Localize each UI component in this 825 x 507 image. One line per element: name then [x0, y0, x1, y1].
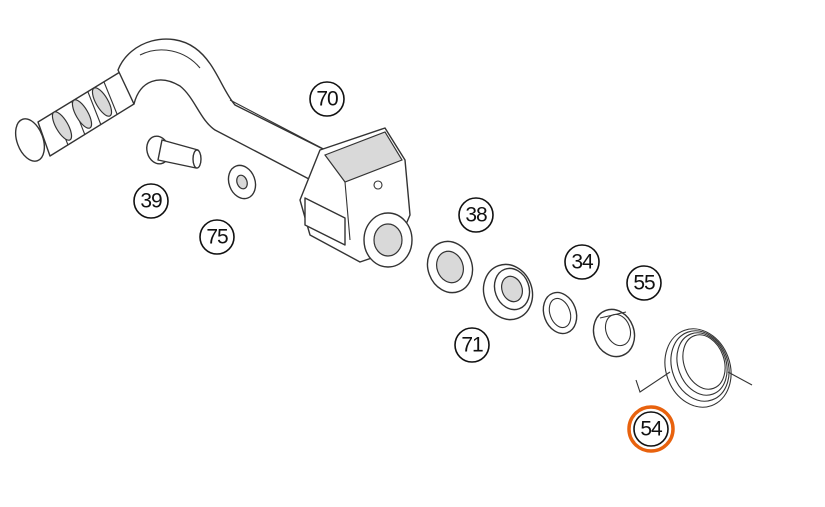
callout-38: 38: [458, 197, 494, 233]
callout-54: 54: [627, 405, 675, 453]
callout-39: 39: [133, 183, 169, 219]
callout-label-55: 55: [633, 272, 655, 295]
callout-71: 71: [454, 327, 490, 363]
highlight-ring: [627, 405, 675, 453]
bolt-part: [146, 135, 202, 169]
callout-label-75: 75: [206, 226, 228, 249]
kick-lever-part: [14, 38, 413, 268]
callout-75: 75: [199, 219, 235, 255]
callout-55: 55: [626, 265, 662, 301]
torsion-spring-part: [635, 328, 753, 408]
callout-label-38: 38: [465, 204, 487, 227]
callout-label-71: 71: [461, 334, 483, 357]
callout-label-34: 34: [571, 251, 594, 274]
callout-70: 70: [309, 81, 345, 117]
washer-part: [227, 164, 257, 200]
callout-label-39: 39: [140, 190, 162, 213]
bearing-part: [482, 263, 534, 321]
callout-label-70: 70: [316, 88, 338, 111]
seal-ring-part: [426, 240, 474, 294]
callout-34: 34: [564, 244, 600, 280]
callout-label-54: 54: [640, 418, 663, 441]
shim-part: [542, 291, 578, 335]
spring-guide-part: [592, 308, 636, 358]
